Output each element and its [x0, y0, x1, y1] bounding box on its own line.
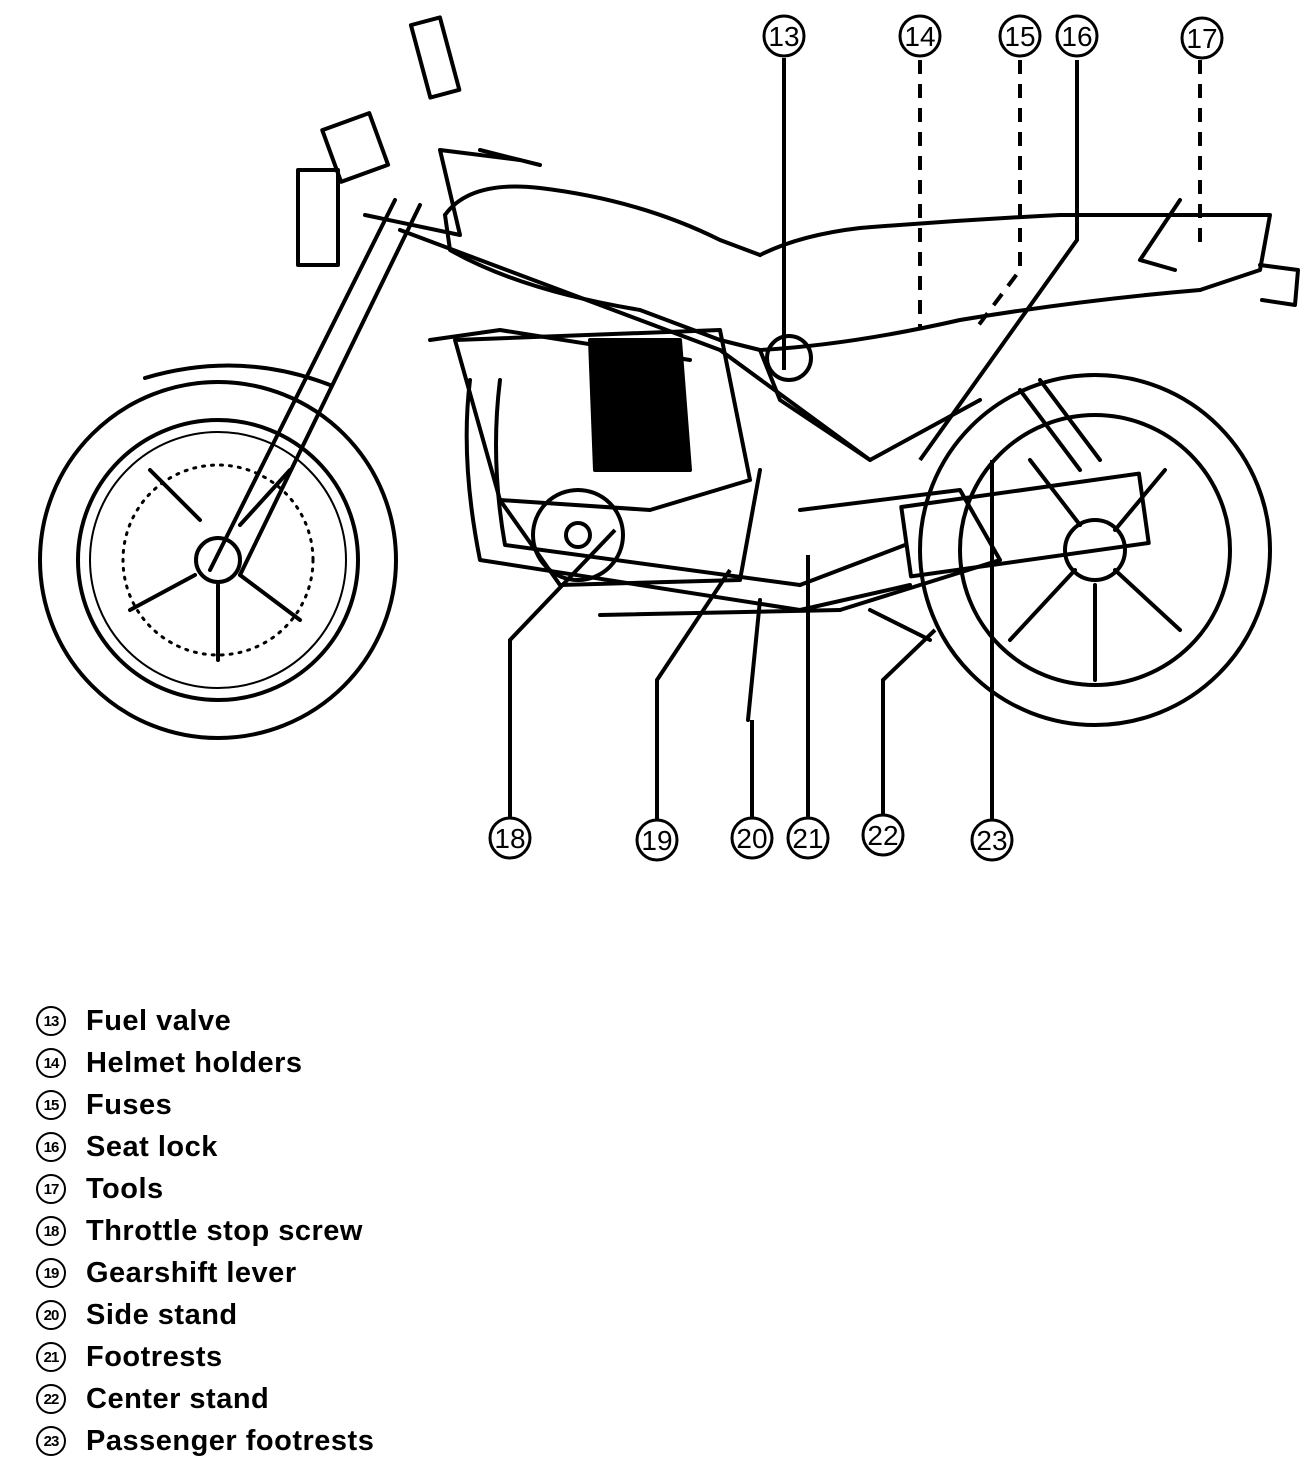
- svg-text:18: 18: [494, 823, 525, 854]
- callouts: 13 14 15 16 17 18 19 20: [488, 14, 1224, 862]
- legend-number: 14: [36, 1048, 66, 1078]
- rear-wheel: [918, 373, 1272, 727]
- legend-label: Helmet holders: [86, 1046, 303, 1079]
- legend-label: Tools: [86, 1172, 164, 1205]
- legend-label: Fuses: [86, 1088, 173, 1121]
- callout-17: 17: [1180, 16, 1224, 60]
- legend-number: 21: [36, 1342, 66, 1372]
- engine: [453, 328, 762, 587]
- legend-number: 17: [36, 1174, 66, 1204]
- legend-number: 15: [36, 1090, 66, 1120]
- exhaust: [464, 378, 1151, 612]
- legend-label: Center stand: [86, 1382, 270, 1415]
- callout-19: 19: [635, 818, 679, 862]
- legend-item: 20 Side stand: [36, 1294, 374, 1336]
- legend-item: 16 Seat lock: [36, 1126, 374, 1168]
- callout-13: 13: [762, 14, 806, 58]
- front-wheel: [38, 380, 398, 740]
- legend-item: 18 Throttle stop screw: [36, 1210, 374, 1252]
- leader-line-15: [973, 60, 1022, 332]
- parts-legend: 13 Fuel valve 14 Helmet holders 15 Fuses 16…: [36, 1000, 374, 1462]
- svg-text:14: 14: [904, 21, 935, 52]
- stands: [598, 598, 932, 722]
- motorcycle-illustration: [38, 15, 1300, 740]
- svg-text:23: 23: [976, 825, 1007, 856]
- legend-label: Passenger footrests: [86, 1424, 375, 1457]
- svg-text:22: 22: [867, 820, 898, 851]
- legend-number: 19: [36, 1258, 66, 1288]
- legend-item: 19 Gearshift lever: [36, 1252, 374, 1294]
- motorcycle-diagram: 13 14 15 16 17 18 19 20: [38, 14, 1300, 862]
- frame-body: [398, 184, 1300, 462]
- callout-16: 16: [1055, 14, 1099, 58]
- legend-item: 14 Helmet holders: [36, 1042, 374, 1084]
- leader-line-19: [655, 568, 732, 820]
- callout-23: 23: [970, 818, 1014, 862]
- svg-text:19: 19: [641, 825, 672, 856]
- svg-text:16: 16: [1061, 21, 1092, 52]
- legend-label: Gearshift lever: [86, 1256, 297, 1289]
- leader-line-22: [881, 628, 937, 820]
- legend-label: Throttle stop screw: [86, 1214, 363, 1247]
- svg-text:21: 21: [792, 823, 823, 854]
- callout-14: 14: [898, 14, 942, 58]
- callout-21: 21: [786, 816, 830, 860]
- legend-number: 13: [36, 1006, 66, 1036]
- leader-line-18: [508, 528, 617, 820]
- legend-label: Fuel valve: [86, 1004, 232, 1037]
- legend-number: 23: [36, 1426, 66, 1456]
- leader-lines: [508, 58, 1202, 820]
- svg-text:17: 17: [1186, 23, 1217, 54]
- legend-item: 15 Fuses: [36, 1084, 374, 1126]
- legend-item: 21 Footrests: [36, 1336, 374, 1378]
- legend-item: 22 Center stand: [36, 1378, 374, 1420]
- callout-18: 18: [488, 816, 532, 860]
- front-fork: [143, 15, 542, 577]
- callout-20: 20: [730, 816, 774, 860]
- legend-number: 20: [36, 1300, 66, 1330]
- legend-label: Footrests: [86, 1340, 223, 1373]
- leader-line-16: [918, 60, 1079, 462]
- legend-item: 17 Tools: [36, 1168, 374, 1210]
- legend-item: 13 Fuel valve: [36, 1000, 374, 1042]
- fuel-valve-marker: [765, 334, 813, 382]
- legend-label: Seat lock: [86, 1130, 218, 1163]
- legend-number: 22: [36, 1384, 66, 1414]
- legend-label: Side stand: [86, 1298, 238, 1331]
- svg-text:15: 15: [1004, 21, 1035, 52]
- svg-text:20: 20: [736, 823, 767, 854]
- legend-item: 23 Passenger footrests: [36, 1420, 374, 1462]
- callout-22: 22: [861, 813, 905, 857]
- legend-number: 18: [36, 1216, 66, 1246]
- svg-text:13: 13: [768, 21, 799, 52]
- legend-number: 16: [36, 1132, 66, 1162]
- rear-suspension: [798, 378, 1102, 612]
- callout-15: 15: [998, 14, 1042, 58]
